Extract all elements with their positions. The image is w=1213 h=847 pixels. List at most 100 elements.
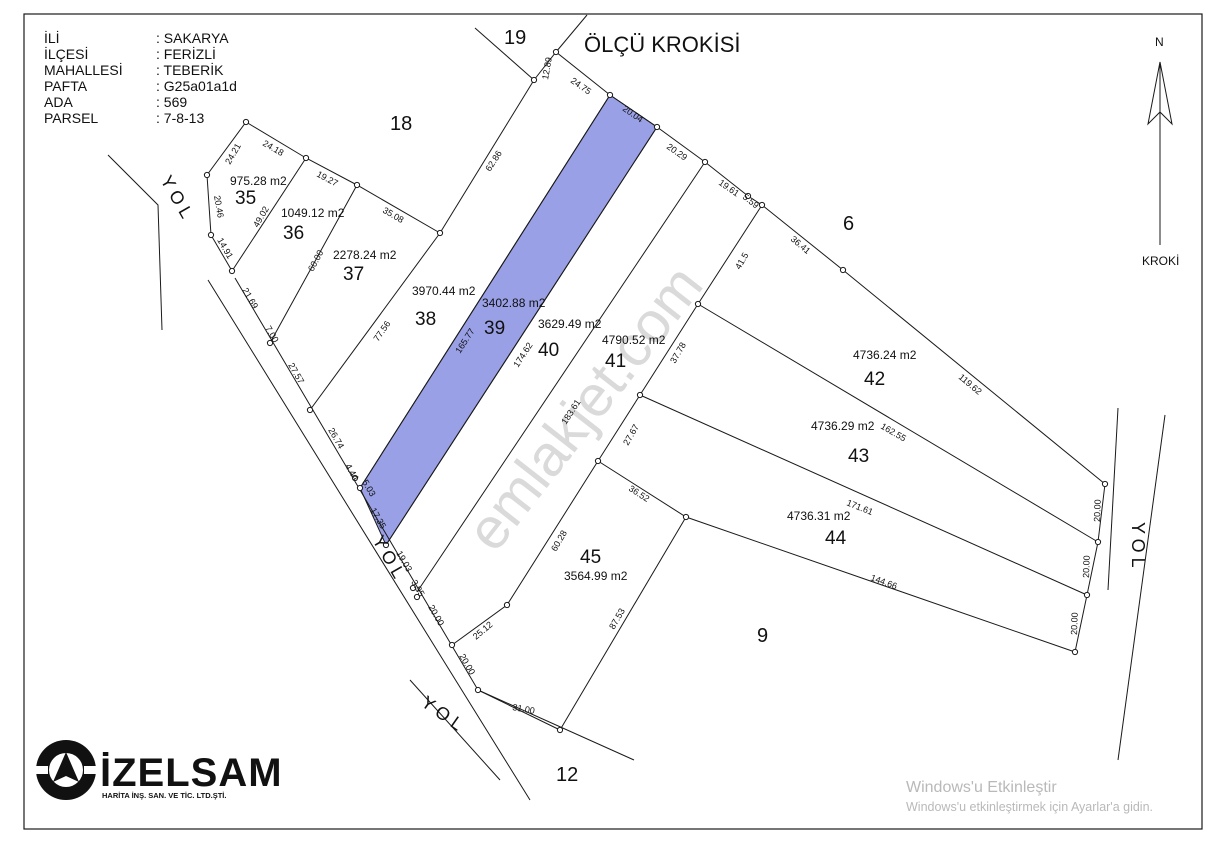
parcel-45-area: 3564.99 m2: [564, 569, 628, 583]
parcel-40-area: 3629.49 m2: [538, 317, 602, 331]
logo-name: İZELSAM: [100, 751, 283, 795]
parcel-41-area: 4790.52 m2: [602, 333, 666, 347]
parcel-36-area: 1049.12 m2: [281, 206, 345, 220]
parcel-info: İLİ : SAKARYA İLÇESİ : FERİZLİ MAHALLESİ : …: [44, 30, 237, 126]
line-41-east: [451, 204, 763, 646]
dim-label: 27.67: [621, 422, 641, 447]
kroki-label: KROKİ: [1142, 254, 1179, 268]
dim-label: 20.00: [457, 652, 477, 677]
parcel-43-area: 4736.29 m2: [811, 419, 875, 433]
dim-label: 31.00: [512, 702, 536, 716]
info-value: : 569: [156, 94, 188, 110]
windows-activation-title: Windows'u Etkinleştir: [906, 779, 1057, 796]
road-right-edge-1: [1107, 407, 1119, 591]
parcel-40-number: 40: [538, 340, 559, 361]
boundary-19-left: [474, 27, 535, 81]
parcel-42-number: 42: [864, 369, 885, 390]
neighbor-12: 12: [556, 764, 578, 786]
info-key: İLÇESİ: [44, 46, 89, 62]
road-left-edge: [107, 154, 163, 331]
dim-label: 119.62: [957, 372, 984, 397]
dim-label: 7.00: [263, 324, 280, 344]
parcel-41-number: 41: [605, 351, 626, 372]
road-lower-left-edge-1: [207, 279, 531, 801]
info-row: İLİ : SAKARYA: [44, 30, 237, 46]
map-frame: [23, 13, 1203, 830]
vertices: [203, 48, 1109, 734]
dim-label: 20.00: [1081, 555, 1092, 578]
info-row: MAHALLESİ : TEBERİK: [44, 62, 237, 78]
info-row: PAFTA : G25a01a1d: [44, 78, 237, 94]
info-key: ADA: [44, 94, 73, 110]
info-value: : SAKARYA: [156, 30, 229, 46]
parcel-37-area: 2278.24 m2: [333, 248, 397, 262]
info-value: : G25a01a1d: [156, 78, 237, 94]
road-lower-left-edge-2: [234, 277, 635, 761]
road-label-right: Y O L: [1128, 522, 1148, 568]
parcel-42-area: 4736.24 m2: [853, 348, 917, 362]
info-row: İLÇESİ : FERİZLİ: [44, 46, 237, 62]
line-39-40: [385, 126, 658, 546]
windows-activation-notice[interactable]: Windows'u Etkinleştir Windows'u etkinleş…: [906, 779, 1153, 814]
dim-label: 24.21: [223, 141, 243, 166]
boundary-right: [1074, 483, 1106, 653]
line-38-39: [359, 94, 611, 489]
parcel-36-number: 36: [283, 223, 304, 244]
line-37-38: [309, 232, 441, 411]
parcel-37-number: 37: [343, 264, 364, 285]
dim-label: 20.00: [1069, 612, 1080, 635]
info-value: : 7-8-13: [156, 110, 205, 126]
dim-label: 12.89: [540, 56, 554, 80]
parcel-45-number: 45: [580, 547, 601, 568]
line-43-44: [639, 394, 1088, 596]
dim-label: 5.59: [741, 192, 761, 211]
neighbor-9: 9: [757, 625, 768, 647]
line-45-12: [477, 689, 561, 731]
north-arrow-icon: [1147, 61, 1173, 245]
info-row: ADA : 569: [44, 94, 237, 110]
info-key: PAFTA: [44, 78, 88, 94]
info-key: İLİ: [44, 30, 60, 46]
dim-label: 87.53: [607, 606, 627, 631]
dimension-labels: 12.89 24.75 20.04 20.29 19.61 5.59 36.41…: [212, 56, 1103, 715]
parcel-35-area: 975.28 m2: [230, 174, 287, 188]
windows-activation-subtitle: Windows'u etkinleştirmek için Ayarlar'a …: [906, 800, 1154, 814]
dim-label: 36.41: [789, 234, 813, 256]
parcel-38-area: 3970.44 m2: [412, 284, 476, 298]
info-row: PARSEL : 7-8-13: [44, 110, 237, 126]
dim-label: 24.18: [261, 138, 286, 158]
info-value: : TEBERİK: [156, 62, 224, 78]
parcel-labels: 975.28 m2 35 1049.12 m2 36 2278.24 m2 37…: [230, 174, 917, 583]
dim-label: 162.55: [879, 421, 908, 443]
parcel-35-number: 35: [235, 188, 256, 209]
neighbor-18: 18: [390, 113, 412, 135]
dim-label: 27.57: [286, 361, 306, 386]
parcel-44-number: 44: [825, 528, 847, 549]
map-title: ÖLÇÜ KROKİSİ: [584, 32, 740, 57]
line-42-43: [697, 303, 1099, 543]
dim-label: 20.00: [426, 603, 446, 628]
info-key: PARSEL: [44, 110, 99, 126]
road-bottom-edge: [409, 679, 501, 781]
parcel-38-number: 38: [415, 309, 436, 330]
north-letter: N: [1155, 35, 1164, 49]
line-18-38: [439, 79, 535, 234]
line-45-9: [559, 516, 687, 731]
neighbor-19: 19: [504, 27, 526, 49]
info-key: MAHALLESİ: [44, 62, 123, 78]
road-right-edge-2: [1117, 414, 1166, 761]
dim-label: 20.46: [212, 195, 226, 219]
dim-label: 20.29: [665, 141, 689, 162]
boundary-19-right: [555, 14, 588, 53]
logo-subtitle: HARİTA İNŞ. SAN. VE TİC. LTD.ŞTİ.: [102, 791, 226, 800]
line-35-36: [231, 157, 307, 272]
dim-label: 36.52: [627, 483, 651, 504]
info-value: : FERİZLİ: [156, 46, 216, 62]
dim-label: 144.66: [869, 572, 898, 591]
dim-label: 19.27: [315, 169, 340, 188]
dim-label: 62.86: [483, 149, 504, 173]
parcel-43-number: 43: [848, 446, 869, 467]
dim-label: 25.12: [471, 619, 495, 641]
